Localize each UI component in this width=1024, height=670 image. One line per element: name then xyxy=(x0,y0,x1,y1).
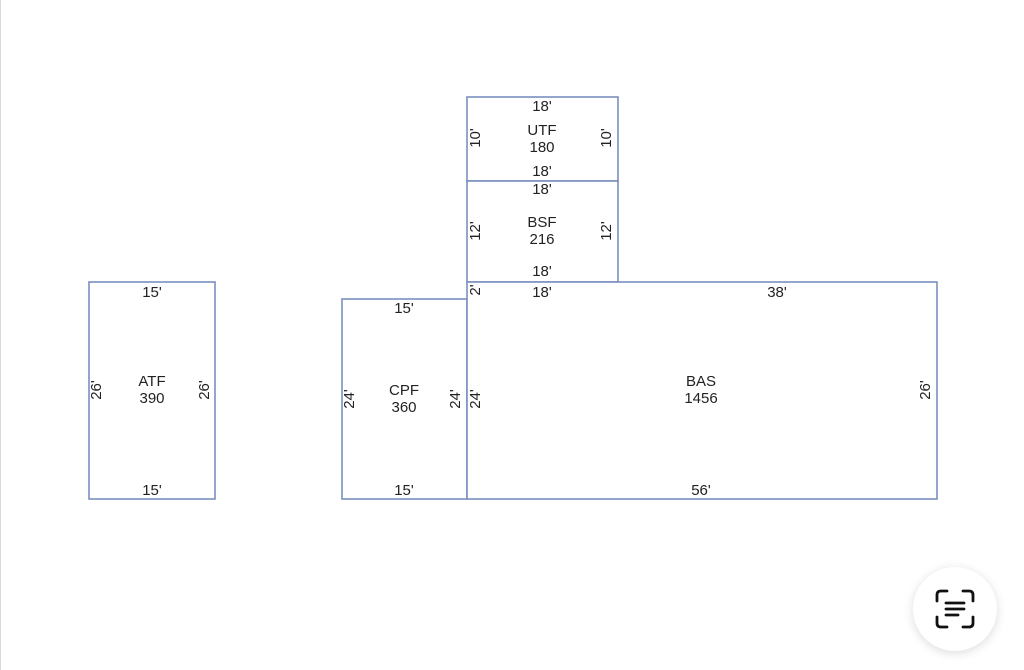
bsf-right-dimension: 12' xyxy=(598,221,615,241)
screen-edge xyxy=(0,0,1,670)
bsf-left-dimension: 12' xyxy=(467,221,484,241)
atf-bottom-dimension: 15' xyxy=(142,482,162,499)
bas-left-offset-dimension: 2' xyxy=(467,284,484,295)
cpf-left-dimension: 24' xyxy=(341,389,358,409)
utf-outline xyxy=(466,96,619,182)
bsf-code-label: BSF xyxy=(527,214,556,231)
atf-code-label: ATF xyxy=(138,373,165,390)
bsf-area: 18' 18' BSF 216 12' 12' xyxy=(466,180,619,283)
utf-bottom-dimension: 18' xyxy=(532,163,552,180)
bas-code-label: BAS xyxy=(686,373,716,390)
atf-outline xyxy=(88,281,216,500)
bas-top-dimension-a: 18' xyxy=(532,284,552,301)
utf-area: 18' 18' UTF 180 10' 10' xyxy=(466,96,619,182)
cpf-area-label: 360 xyxy=(391,399,416,416)
cpf-bottom-dimension: 15' xyxy=(394,482,414,499)
atf-right-dimension: 26' xyxy=(196,380,213,400)
cpf-outline xyxy=(341,298,468,500)
bsf-top-dimension: 18' xyxy=(532,181,552,198)
utf-area-label: 180 xyxy=(529,139,554,156)
bas-outline xyxy=(466,281,938,500)
bas-right-dimension: 26' xyxy=(917,380,934,400)
bsf-bottom-dimension: 18' xyxy=(532,263,552,280)
cpf-top-dimension: 15' xyxy=(394,300,414,317)
atf-top-dimension: 15' xyxy=(142,284,162,301)
bas-bottom-dimension: 56' xyxy=(691,482,711,499)
cpf-area: 15' 15' CPF 360 24' 24' xyxy=(341,298,468,500)
atf-area-label: 390 xyxy=(139,390,164,407)
text-scan-icon xyxy=(935,589,975,629)
utf-top-dimension: 18' xyxy=(532,98,552,115)
utf-code-label: UTF xyxy=(527,122,556,139)
atf-left-dimension: 26' xyxy=(88,380,105,400)
text-scan-button[interactable] xyxy=(913,567,997,651)
bsf-area-label: 216 xyxy=(529,231,554,248)
utf-right-dimension: 10' xyxy=(598,128,615,148)
bas-area-label: 1456 xyxy=(684,390,717,407)
utf-left-dimension: 10' xyxy=(467,128,484,148)
bas-left-dimension: 24' xyxy=(467,389,484,409)
cpf-right-dimension: 24' xyxy=(447,389,464,409)
bas-area: 18' 38' 56' BAS 1456 2' 24' 26' xyxy=(466,281,938,500)
bas-top-dimension-b: 38' xyxy=(767,284,787,301)
cpf-code-label: CPF xyxy=(389,382,419,399)
atf-area: 15' 15' ATF 390 26' 26' xyxy=(88,281,216,500)
